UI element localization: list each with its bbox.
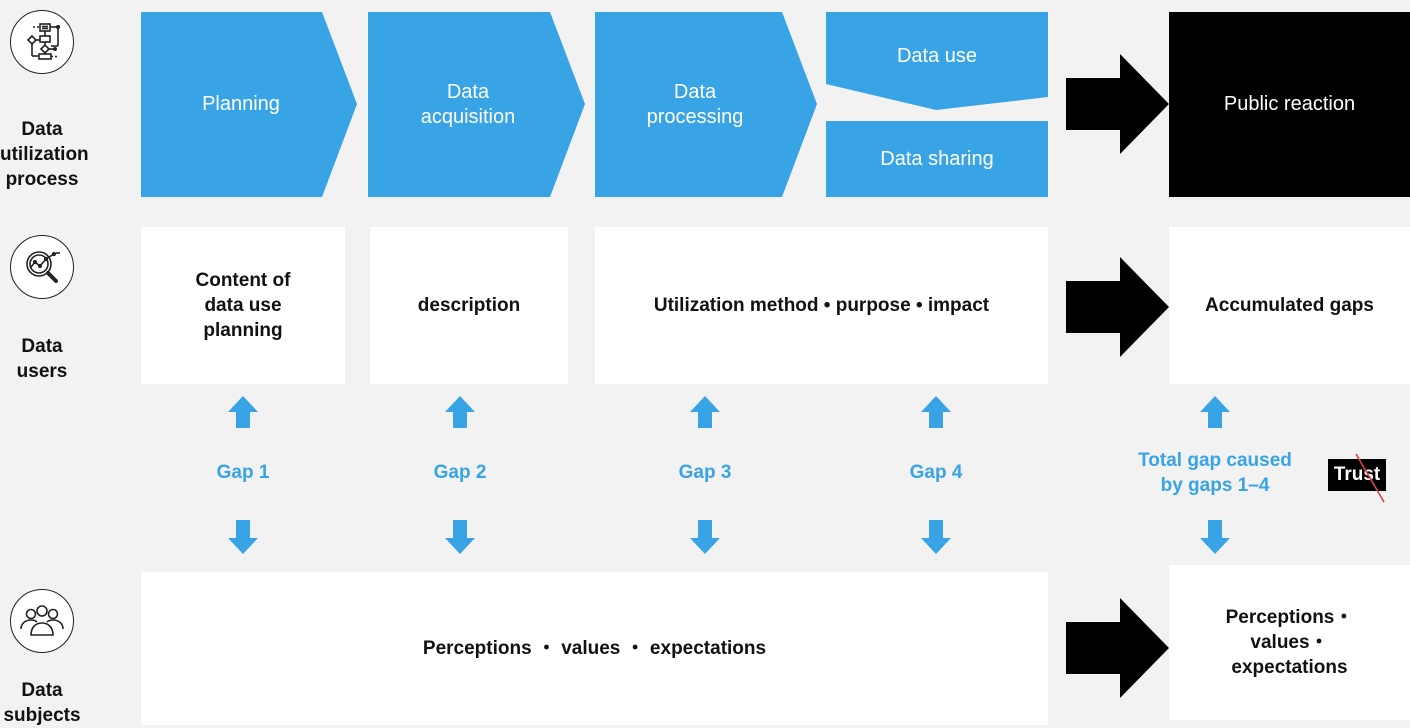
row-label-subjects: Data subjects [3, 680, 81, 726]
down-arrow-3 [690, 520, 720, 554]
subjects-right-text: Perceptions・ values・ expectations [1225, 607, 1354, 678]
stage-planning-shape [141, 12, 357, 197]
subjects-main-text: Perceptions ・ values ・ expectations [422, 638, 767, 659]
down-arrow-2 [445, 520, 475, 554]
stage-sharing-shape [826, 121, 1048, 197]
process-shapes [141, 12, 1410, 197]
people-group-icon [10, 589, 74, 653]
users-planning-text: Content of data use planning [195, 270, 291, 341]
gap-3-label: Gap 3 [678, 462, 732, 483]
users-description-box: description [370, 227, 568, 384]
blue-down-arrows [228, 520, 1230, 554]
stage-acquisition-shape [368, 12, 585, 197]
up-arrow-4 [921, 396, 951, 428]
trust-badge: Trust [1328, 459, 1386, 491]
down-arrow-4 [921, 520, 951, 554]
users-utilization-box: Utilization method • purpose • impact [595, 227, 1048, 384]
up-arrow-2 [445, 396, 475, 428]
blue-up-arrows [228, 396, 1230, 428]
gap-4-label: Gap 4 [909, 462, 963, 483]
gap-2-label: Gap 2 [433, 462, 487, 483]
trust-strike [1355, 453, 1385, 503]
up-arrow-1 [228, 396, 258, 428]
up-arrow-3 [690, 396, 720, 428]
users-accumulated-box: Accumulated gaps [1169, 227, 1410, 384]
stage-use-shape [826, 12, 1048, 110]
arrow-black-2 [1066, 257, 1169, 357]
magnifier-chart-icon [10, 235, 74, 299]
total-gap-label: Total gap caused by gaps 1–4 [1138, 450, 1292, 496]
users-description-text: description [417, 295, 521, 316]
up-arrow-5 [1200, 396, 1230, 428]
arrow-black-3 [1066, 598, 1169, 698]
subjects-right-box: Perceptions・ values・ expectations [1169, 565, 1410, 720]
down-arrow-5 [1200, 520, 1230, 554]
row-label-process: Data utilization process [0, 119, 89, 190]
stage-processing-shape [595, 12, 817, 197]
users-accumulated-text: Accumulated gaps [1205, 295, 1374, 316]
users-planning-box: Content of data use planning [141, 227, 345, 384]
arrow-black-1 [1066, 54, 1169, 154]
subjects-main-box: Perceptions ・ values ・ expectations [141, 572, 1048, 725]
users-utilization-text: Utilization method • purpose • impact [653, 295, 990, 316]
gap-1-label: Gap 1 [216, 462, 270, 483]
flowchart-icon [10, 10, 74, 74]
down-arrow-1 [228, 520, 258, 554]
trust-text: Trust [1333, 464, 1381, 485]
stage-public-shape [1169, 12, 1410, 197]
row-label-users: Data users [16, 336, 68, 382]
